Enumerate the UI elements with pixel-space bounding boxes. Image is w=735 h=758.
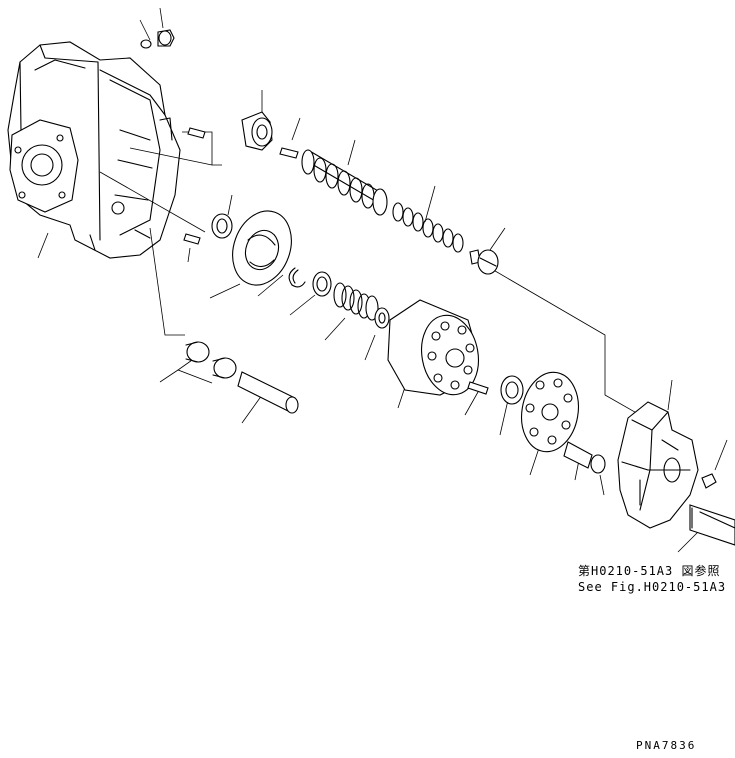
spring-outer (301, 149, 388, 216)
spring-inner (392, 202, 464, 253)
center-spring (333, 282, 379, 321)
bushings-lower (185, 341, 237, 379)
pump-housing (7, 41, 181, 259)
cylinder-block (387, 299, 479, 396)
valve-guide (469, 249, 499, 275)
shaft (689, 504, 735, 546)
pin-shaft (237, 371, 299, 414)
pin-lower (183, 233, 201, 245)
valve-plate (232, 210, 292, 286)
retainer-plate (521, 371, 579, 453)
piston-shoe (563, 441, 606, 474)
reference-note-english: See Fig.H0210-51A3 (578, 580, 727, 594)
washer (312, 271, 332, 297)
pin-mid (279, 147, 299, 159)
spherical-bushing (500, 375, 524, 405)
bushing-upper (241, 111, 273, 151)
needle-bearing (211, 213, 233, 239)
plug-and-o-ring (140, 29, 175, 49)
reference-note-japanese: 第H0210-51A3 図参照 (578, 564, 721, 578)
screw-small (701, 473, 717, 489)
snap-ring (288, 267, 306, 288)
small-pin (467, 381, 489, 395)
pin-upper (187, 127, 206, 139)
swash-plate (617, 401, 699, 529)
retainer-ring (374, 307, 390, 329)
drawing-code: PNA7836 (636, 739, 697, 752)
